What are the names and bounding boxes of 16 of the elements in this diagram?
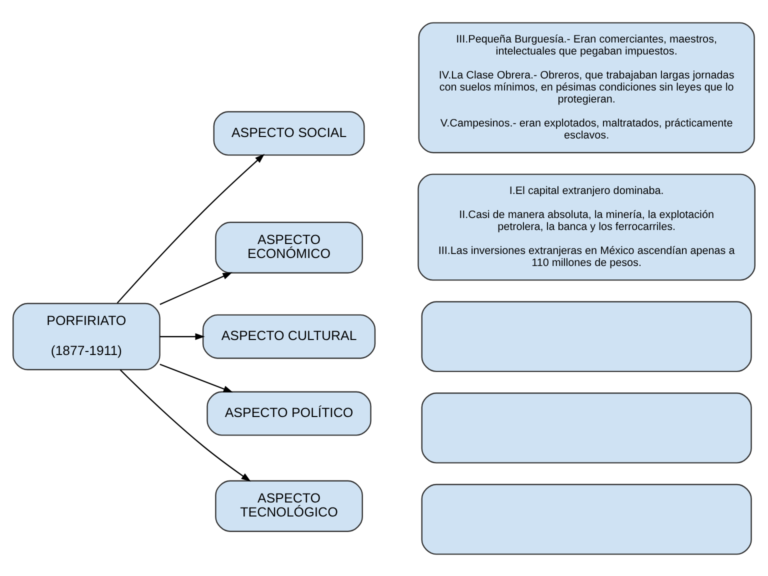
node-box: PORFIRIATO (1877-1911) xyxy=(12,302,160,370)
node-box: ASPECTO CULTURAL xyxy=(202,314,376,358)
node-box: I.El capital extranjero dominaba. II.Casi de manera absoluta, la minería, la explotación petrolera, la banca y los ferrocarriles. III.Las inversiones extranjeras en México ascendían apenas a 110 millones de pesos. xyxy=(418,173,756,280)
node-box: ASPECTO TECNOLÓGICO xyxy=(215,480,363,532)
arrow xyxy=(160,272,232,305)
arrow xyxy=(116,153,265,303)
node-box xyxy=(421,392,752,463)
node-box xyxy=(421,483,752,554)
node-box xyxy=(421,300,752,372)
node-box: ASPECTO ECONÓMICO xyxy=(215,221,363,273)
node-box: ASPECTO POLÍTICO xyxy=(206,390,372,436)
node-box: III.Pequeña Burguesía.- Eran comerciantes, maestros, intelectuales que pegaban impuestos. IV.La Clase Obrera.- Obreros, que trabajaban largas jornadas con suelos mínimos, en pésimas condiciones sin leyes que lo protegieran. V.Campesinos.- eran explotados, maltratados, prácticamente esclavos. xyxy=(418,22,755,153)
arrow xyxy=(120,369,251,482)
arrow xyxy=(160,332,205,340)
arrow xyxy=(160,363,234,392)
node-box: ASPECTO SOCIAL xyxy=(213,110,365,156)
